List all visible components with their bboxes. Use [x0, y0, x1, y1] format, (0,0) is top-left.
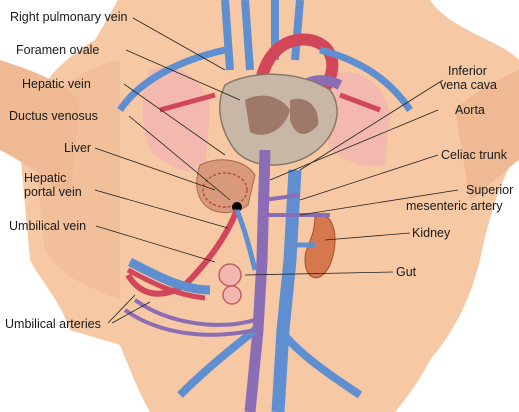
- liver-organ: [197, 160, 255, 213]
- label-umbilical-vein: Umbilical vein: [9, 220, 86, 233]
- label-foramen-ovale: Foramen ovale: [16, 44, 99, 57]
- label-aorta: Aorta: [455, 104, 485, 117]
- gut-loop-2: [223, 286, 241, 304]
- label-liver: Liver: [64, 142, 91, 155]
- label-hepatic-portal-vein-line2: portal vein: [24, 186, 82, 199]
- label-hepatic-portal-vein-line1: Hepatic: [24, 172, 66, 185]
- label-right-pulmonary-vein: Right pulmonary vein: [10, 11, 127, 24]
- label-superior-mesenteric-artery-line1: Superior: [466, 184, 513, 197]
- label-inferior-vena-cava-line2: vena cava: [440, 79, 497, 92]
- label-inferior-vena-cava-line1: Inferior: [448, 65, 487, 78]
- label-gut: Gut: [396, 266, 416, 279]
- label-umbilical-arteries: Umbilical arteries: [5, 318, 101, 331]
- label-ductus-venosus: Ductus venosus: [9, 110, 98, 123]
- label-kidney: Kidney: [412, 227, 450, 240]
- label-superior-mesenteric-artery-line2: mesenteric artery: [406, 200, 503, 213]
- label-hepatic-vein: Hepatic vein: [22, 78, 91, 91]
- label-celiac-trunk: Celiac trunk: [441, 149, 507, 162]
- gut-loop-1: [219, 264, 241, 286]
